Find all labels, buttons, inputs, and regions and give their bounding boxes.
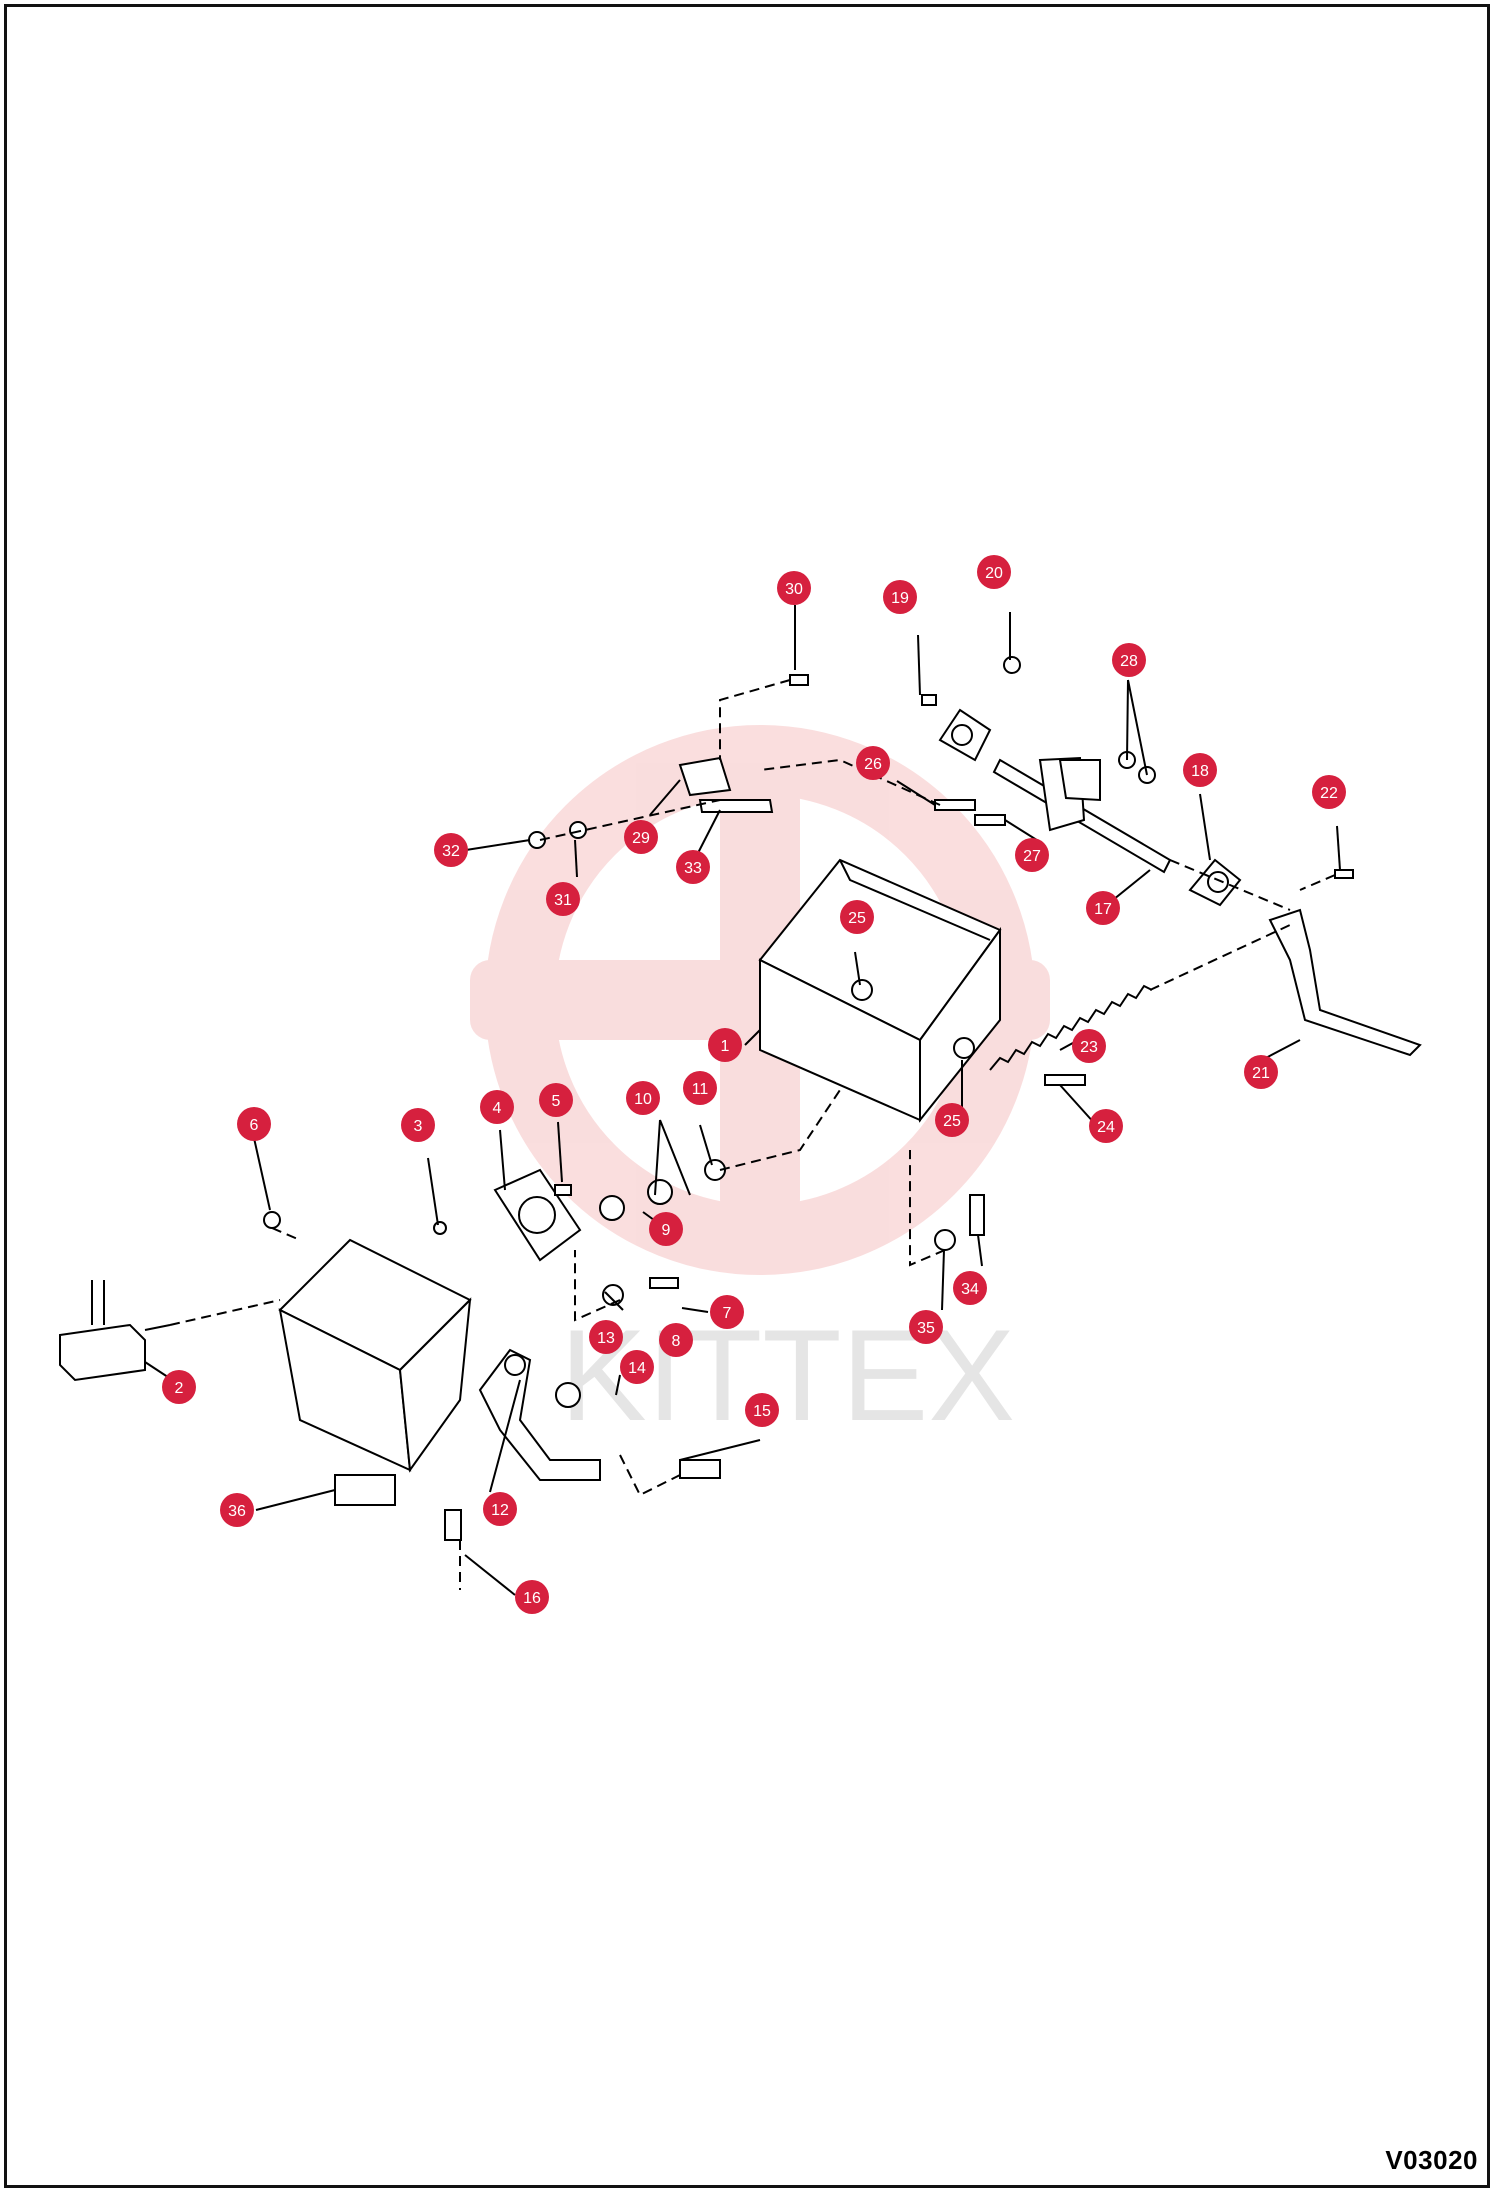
callout-24: 24 (1089, 1109, 1123, 1143)
svg-text:25: 25 (848, 910, 866, 927)
callout-11: 11 (683, 1071, 717, 1105)
svg-text:18: 18 (1191, 763, 1209, 780)
svg-text:16: 16 (523, 1590, 541, 1607)
svg-text:15: 15 (753, 1403, 771, 1420)
callout-15: 15 (745, 1393, 779, 1427)
callout-36: 36 (220, 1493, 254, 1527)
svg-text:34: 34 (961, 1281, 979, 1298)
pedal-lever (478, 1348, 601, 1481)
bearing-brackets (938, 708, 1242, 907)
svg-text:29: 29 (632, 830, 650, 847)
svg-text:30: 30 (785, 581, 803, 598)
callout-10: 10 (626, 1081, 660, 1115)
svg-text:23: 23 (1080, 1039, 1098, 1056)
svg-text:20: 20 (985, 565, 1003, 582)
svg-text:22: 22 (1320, 785, 1338, 802)
small-hardware (263, 656, 1354, 1541)
svg-text:17: 17 (1094, 901, 1112, 918)
callout-22: 22 (1312, 775, 1346, 809)
pedal-arm (1268, 908, 1422, 1057)
document-code: V03020 (1385, 2145, 1478, 2175)
svg-text:1: 1 (721, 1038, 730, 1055)
svg-text:2: 2 (175, 1380, 184, 1397)
callout-3: 3 (401, 1108, 435, 1142)
svg-text:28: 28 (1120, 653, 1138, 670)
callout-23: 23 (1072, 1029, 1106, 1063)
callout-25b: 25 (935, 1103, 969, 1137)
callout-20: 20 (977, 555, 1011, 589)
callout-28: 28 (1112, 643, 1146, 677)
svg-text:33: 33 (684, 860, 702, 877)
svg-text:9: 9 (662, 1222, 671, 1239)
svg-text:12: 12 (491, 1502, 509, 1519)
callout-5: 5 (539, 1083, 573, 1117)
shaft (992, 756, 1172, 874)
callout-2: 2 (162, 1370, 196, 1404)
spring (989, 984, 1153, 1071)
callout-26: 26 (856, 746, 890, 780)
callout-35: 35 (909, 1310, 943, 1344)
svg-text:25: 25 (943, 1113, 961, 1130)
callout-12: 12 (483, 1492, 517, 1526)
svg-text:21: 21 (1252, 1065, 1270, 1082)
callout-16: 16 (515, 1580, 549, 1614)
svg-text:6: 6 (250, 1117, 259, 1134)
callout-markers: 1 2 3 4 5 6 7 8 9 10 11 12 13 14 15 16 1… (162, 555, 1346, 1614)
svg-text:14: 14 (628, 1360, 646, 1377)
svg-text:7: 7 (723, 1305, 732, 1322)
svg-text:13: 13 (597, 1330, 615, 1347)
svg-text:31: 31 (554, 892, 572, 909)
callout-8: 8 (659, 1323, 693, 1357)
svg-text:10: 10 (634, 1091, 652, 1108)
callout-7: 7 (710, 1295, 744, 1329)
main-frame-box (758, 858, 1002, 1123)
svg-text:26: 26 (864, 756, 882, 773)
lower-frame-box (278, 1238, 472, 1473)
callout-9: 9 (649, 1212, 683, 1246)
callout-14: 14 (620, 1350, 654, 1384)
callout-6: 6 (237, 1107, 271, 1141)
svg-text:32: 32 (442, 843, 460, 860)
svg-text:19: 19 (891, 590, 909, 607)
callout-21: 21 (1244, 1055, 1278, 1089)
callout-34: 34 (953, 1271, 987, 1305)
callout-32: 32 (434, 833, 468, 867)
callout-30: 30 (777, 571, 811, 605)
callout-29: 29 (624, 820, 658, 854)
callout-13: 13 (589, 1320, 623, 1354)
svg-text:3: 3 (414, 1118, 423, 1135)
svg-text:36: 36 (228, 1503, 246, 1520)
left-block (59, 1280, 171, 1382)
svg-text:35: 35 (917, 1320, 935, 1337)
bracket-plate (493, 1168, 582, 1262)
svg-text:24: 24 (1097, 1119, 1115, 1136)
callout-4: 4 (480, 1090, 514, 1124)
callout-27: 27 (1015, 838, 1049, 872)
svg-text:27: 27 (1023, 848, 1041, 865)
callout-17: 17 (1086, 891, 1120, 925)
svg-text:5: 5 (552, 1093, 561, 1110)
callout-18: 18 (1183, 753, 1217, 787)
svg-text:11: 11 (692, 1081, 709, 1098)
callout-25a: 25 (840, 900, 874, 934)
page-frame (4, 4, 1490, 2188)
svg-text:4: 4 (493, 1100, 502, 1117)
svg-text:8: 8 (672, 1333, 681, 1350)
callout-33: 33 (676, 850, 710, 884)
callout-19: 19 (883, 580, 917, 614)
assembly-lines (169, 679, 1336, 1590)
callout-1: 1 (708, 1028, 742, 1062)
callout-31: 31 (546, 882, 580, 916)
